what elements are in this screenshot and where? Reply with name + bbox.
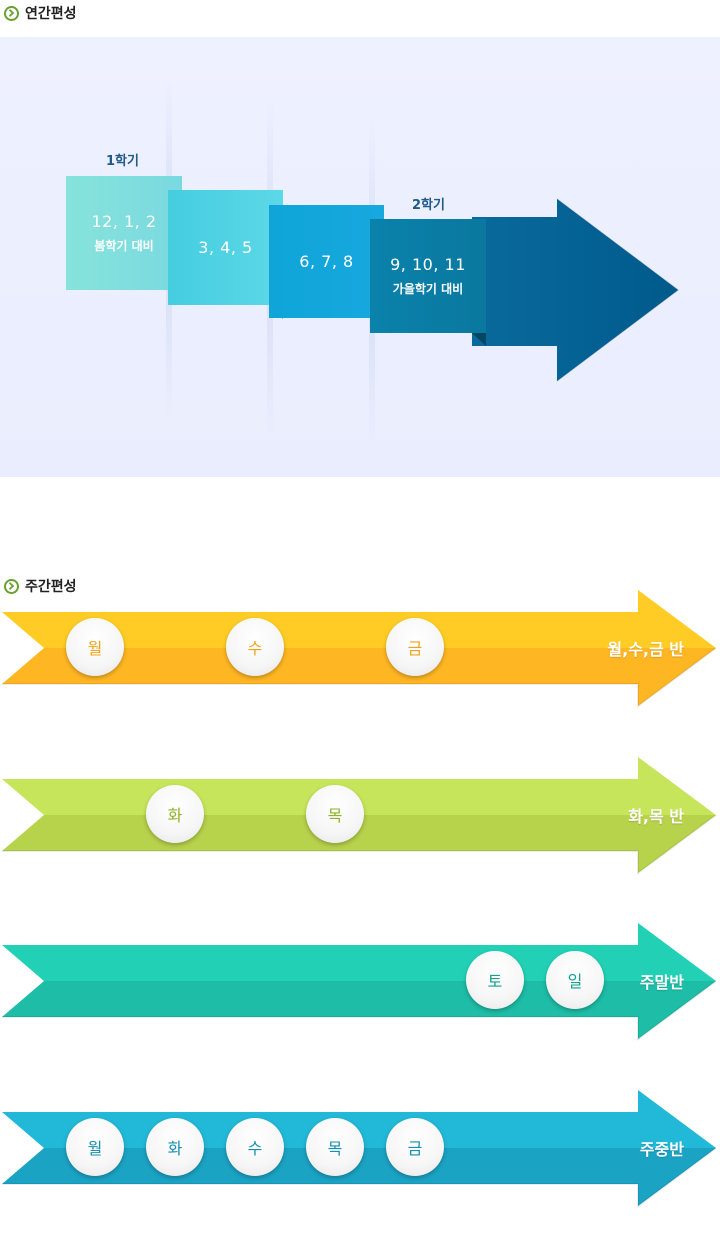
day-tue: 화 (146, 1118, 204, 1176)
step-months: 12, 1, 2 (91, 212, 157, 231)
band-label: 월,수,금 반 (607, 640, 684, 659)
band-label: 주말반 (639, 973, 684, 992)
day-fri: 금 (386, 1118, 444, 1176)
step-spring: 3, 4, 5 (168, 190, 283, 305)
annual-arrow-graphic (66, 77, 679, 447)
step-months: 3, 4, 5 (198, 238, 253, 257)
day-fri: 금 (386, 618, 444, 676)
day-wed: 수 (226, 1118, 284, 1176)
day-sun: 일 (546, 951, 604, 1009)
step-winter: 12, 1, 2 봄학기 대비 (66, 176, 182, 290)
day-thu: 목 (306, 785, 364, 843)
band-arrow-shape (2, 923, 717, 1041)
annual-diagram: 1학기 2학기 12, 1, 2 봄학기 대비 3, 4, 5 6, 7, 8 … (0, 37, 720, 477)
annual-title: 연간편성 (25, 6, 77, 22)
band-mon-wed-fri: 월 수 금 월,수,금 반 (0, 590, 720, 708)
weekly-section-title: 주간편성 (4, 575, 77, 597)
day-tue: 화 (146, 785, 204, 843)
chevron-right-icon (4, 578, 19, 594)
day-wed: 수 (226, 618, 284, 676)
day-mon: 월 (66, 1118, 124, 1176)
day-sat: 토 (466, 951, 524, 1009)
band-arrow-shape (2, 590, 717, 708)
band-tue-thu: 화 목 화,목 반 (0, 757, 720, 875)
semester1-label: 1학기 (106, 154, 139, 169)
step-note: 가을학기 대비 (392, 282, 464, 296)
day-thu: 목 (306, 1118, 364, 1176)
semester2-label: 2학기 (412, 198, 445, 213)
weekly-title: 주간편성 (25, 579, 77, 595)
step-note: 봄학기 대비 (94, 239, 154, 253)
step-summer: 6, 7, 8 (269, 205, 384, 318)
step-autumn: 9, 10, 11 가을학기 대비 (370, 219, 486, 333)
chevron-right-icon (4, 5, 19, 21)
band-label: 주중반 (639, 1140, 684, 1159)
day-mon: 월 (66, 618, 124, 676)
band-label: 화,목 반 (628, 807, 684, 826)
step-months: 6, 7, 8 (299, 252, 354, 271)
step-months: 9, 10, 11 (390, 255, 466, 274)
annual-section-title: 연간편성 (4, 2, 77, 24)
